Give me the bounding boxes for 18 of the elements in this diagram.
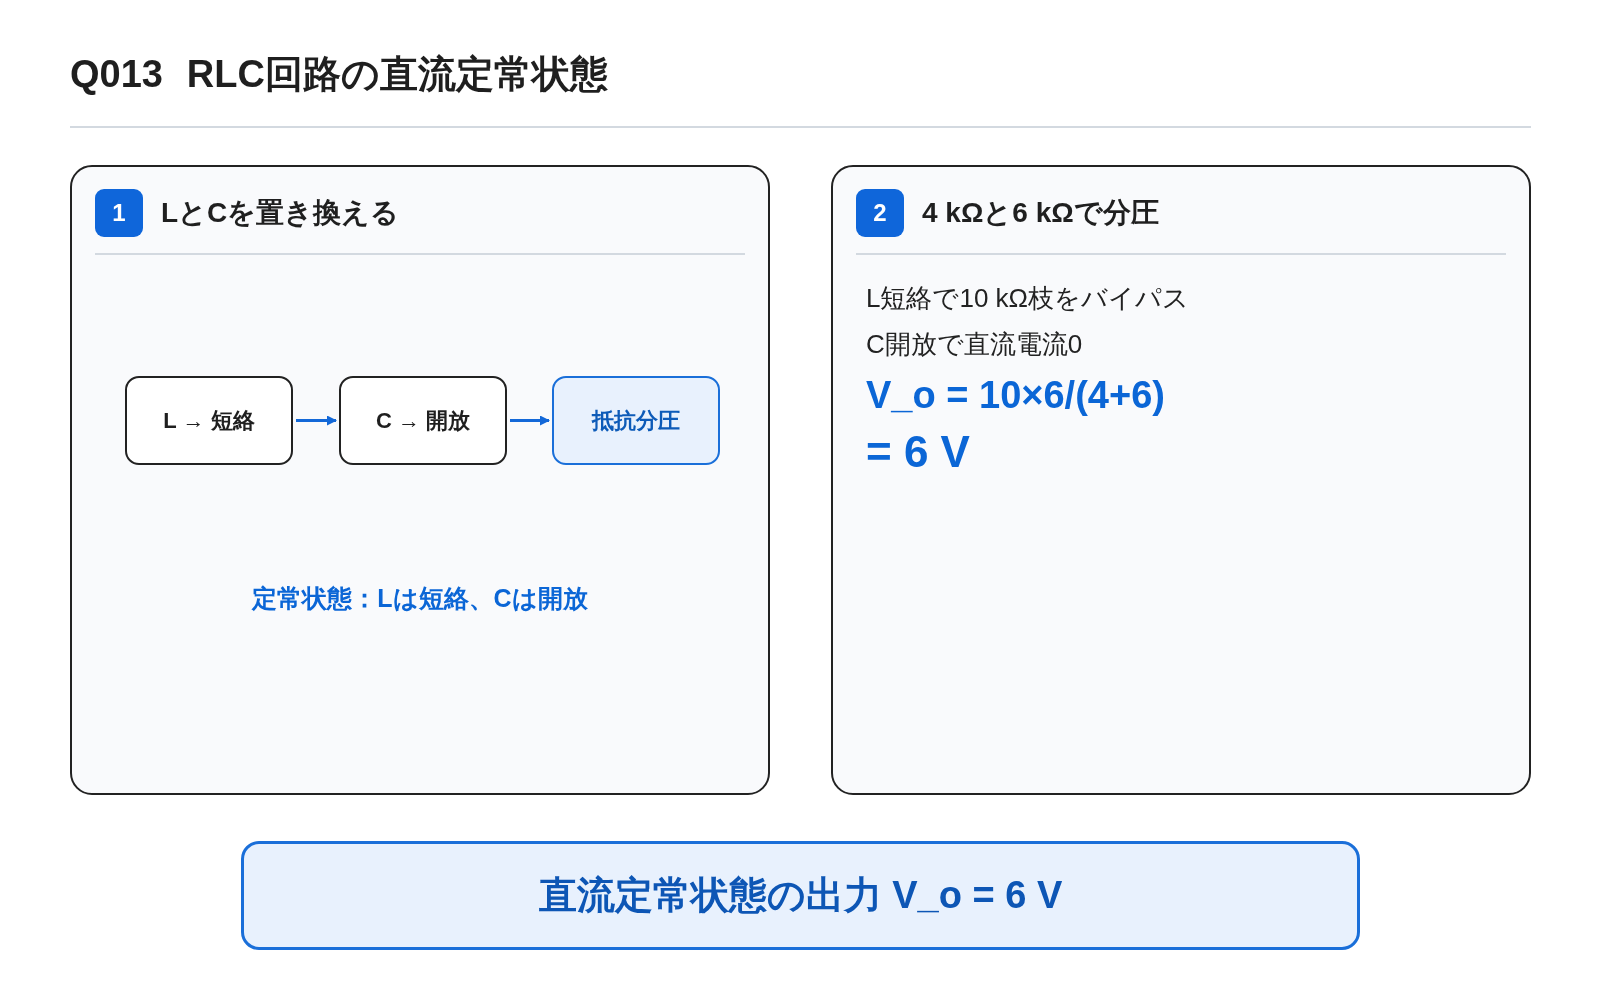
process-box: 抵抗分圧 (552, 376, 720, 465)
arrow (510, 415, 550, 426)
process-box: L → 短絡 (125, 376, 293, 465)
step-card (831, 165, 1531, 795)
step-heading: LとCを置き換える (161, 196, 400, 230)
formula-text: V_o = 10×6/(4+6) (866, 373, 1166, 418)
page-title: Q013 RLC回路の直流定常状態 (70, 52, 608, 97)
result-text: = 6 V (866, 426, 971, 478)
body-text: C開放で直流電流0 (866, 328, 1084, 361)
number-badge: 2 (856, 189, 904, 237)
arrow (296, 415, 337, 426)
result-box: 直流定常状態の出力 V_o = 6 V (241, 841, 1360, 950)
step-card (70, 165, 770, 795)
process-box: C → 開放 (339, 376, 507, 465)
note-text: 定常状態：Lは短絡、Cは開放 (250, 583, 589, 614)
body-text: L短絡で10 kΩ枝をバイパス (866, 282, 1191, 315)
step-heading: 4 kΩと6 kΩで分圧 (922, 196, 1159, 230)
number-badge: 1 (95, 189, 143, 237)
